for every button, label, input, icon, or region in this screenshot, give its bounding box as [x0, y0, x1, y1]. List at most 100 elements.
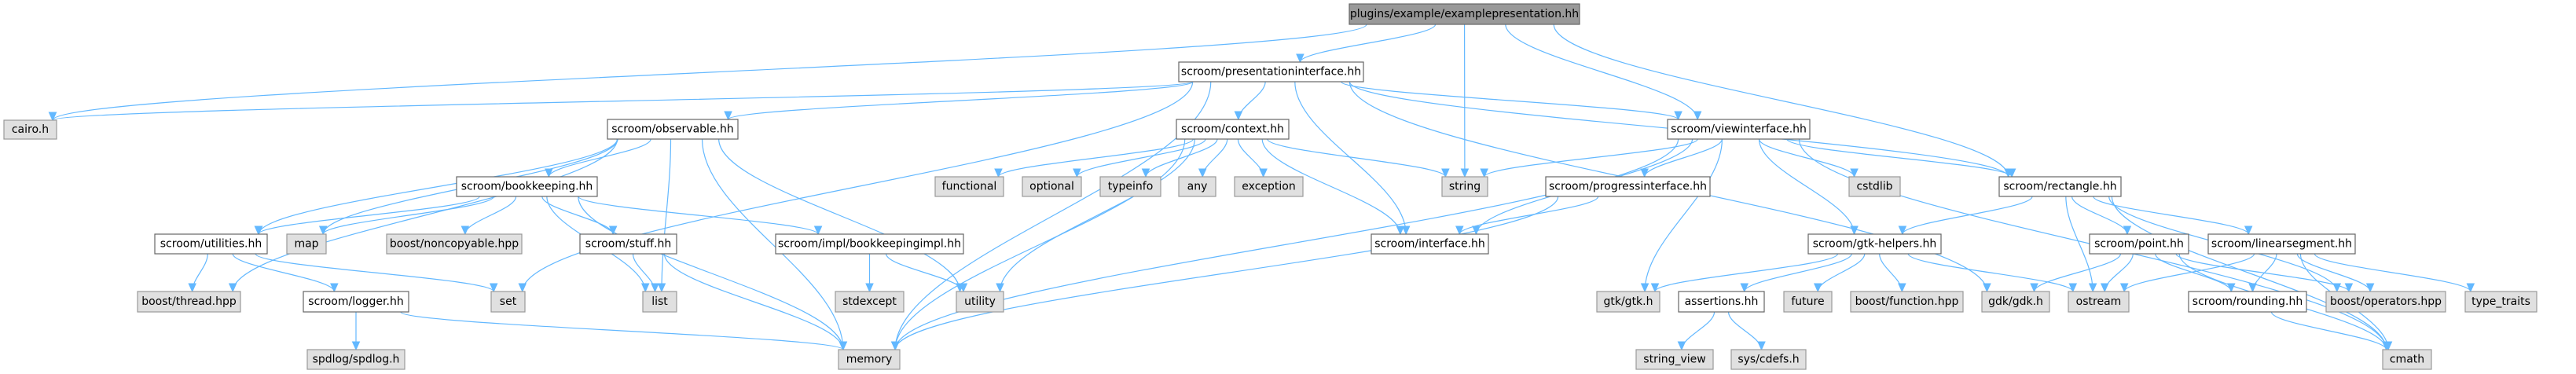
- arrowhead-icon: [1898, 283, 1906, 293]
- node-cstdlib: cstdlib: [1848, 176, 1901, 197]
- edge-bookkeeping-to-map: [322, 196, 495, 235]
- edge-rectangle-to-cmath: [2111, 196, 2387, 350]
- edge-context-to-utility: [999, 138, 1195, 292]
- node-box: [1807, 233, 1942, 255]
- edge-viewinterface-to-memory: [894, 138, 1679, 350]
- node-presentationinterface[interactable]: scroom/presentationinterface.hh: [1178, 61, 1364, 82]
- node-label: boost/function.hpp: [1855, 295, 1959, 308]
- arrowhead-icon: [1234, 111, 1243, 121]
- arrowhead-icon: [838, 341, 848, 351]
- arrowhead-icon: [518, 283, 527, 293]
- edge-viewinterface-to-gtk: [1644, 138, 1723, 292]
- arrowhead-icon: [865, 283, 874, 293]
- edge-presentationinterface-to-set: [522, 81, 1194, 292]
- edge-presentationinterface-to-cairo: [52, 81, 1194, 121]
- edge-linearsegment-to-rounding: [2251, 253, 2277, 292]
- node-box: [456, 176, 598, 197]
- edge-observable-to-boostthread: [232, 138, 618, 292]
- node-label: scroom/observable.hh: [611, 123, 734, 136]
- edge-context-to-typeinfo: [1145, 138, 1218, 178]
- arrowhead-icon: [2344, 283, 2354, 293]
- node-box: [1635, 349, 1714, 370]
- edge-context-to-any: [1202, 138, 1228, 178]
- edge-linearsegment-to-ostream: [2123, 253, 2255, 292]
- arrowhead-icon: [1640, 283, 1649, 293]
- edge-gtkhelpers-to-future: [1817, 253, 1866, 292]
- edge-linearsegment-to-boostoperators: [2296, 253, 2371, 292]
- arrowhead-icon: [724, 111, 732, 121]
- arrowhead-icon: [2068, 283, 2078, 293]
- arrowhead-icon: [1850, 226, 1859, 236]
- node-label: future: [1791, 295, 1824, 308]
- node-gtk: gtk/gtk.h: [1596, 291, 1660, 313]
- arrowhead-icon: [1757, 341, 1766, 351]
- node-box: [956, 291, 1004, 313]
- node-viewinterface[interactable]: scroom/viewinterface.hh: [1667, 119, 1811, 140]
- node-gtkhelpers[interactable]: scroom/gtk-helpers.hh: [1807, 233, 1942, 255]
- edge-root-to-rectangle: [1553, 24, 2009, 178]
- node-box: [306, 349, 405, 370]
- node-box: [154, 233, 268, 255]
- node-box: [642, 291, 677, 313]
- edge-bookkeeping-to-stuff: [541, 196, 614, 235]
- arrowhead-icon: [657, 283, 666, 293]
- node-label: cstdlib: [1856, 181, 1892, 193]
- edge-context-to-exception: [1237, 138, 1264, 178]
- edge-rectangle-to-ostream: [2065, 196, 2093, 292]
- edge-context-to-string: [1267, 138, 1446, 178]
- edge-point-to-boostoperators: [2175, 253, 2350, 292]
- node-label: cairo.h: [12, 123, 49, 136]
- node-progressinterface[interactable]: scroom/progressinterface.hh: [1545, 176, 1711, 197]
- arrowhead-icon: [2007, 168, 2016, 178]
- node-box: [2207, 233, 2356, 255]
- node-boostfunction: boost/function.hpp: [1850, 291, 1964, 313]
- edge-observable-to-list: [661, 138, 672, 292]
- arrowhead-icon: [890, 341, 900, 351]
- arrowhead-icon: [1693, 111, 1702, 121]
- node-utilities[interactable]: scroom/utilities.hh: [154, 233, 268, 255]
- arrowhead-icon: [1674, 111, 1682, 121]
- arrowhead-icon: [996, 283, 1004, 293]
- arrowhead-icon: [1455, 226, 1464, 236]
- edge-context-to-optional: [1076, 138, 1206, 178]
- edge-viewinterface-to-rectangle: [1786, 138, 2013, 178]
- node-box: [2089, 233, 2189, 255]
- node-label: scroom/context.hh: [1181, 123, 1284, 136]
- node-cairo: cairo.h: [3, 119, 57, 140]
- node-interface[interactable]: scroom/interface.hh: [1371, 233, 1489, 255]
- node-box: [1850, 291, 1964, 313]
- node-rectangle[interactable]: scroom/rectangle.hh: [1998, 176, 2122, 197]
- node-observable[interactable]: scroom/observable.hh: [607, 119, 739, 140]
- edge-root-to-viewinterface: [1505, 24, 1698, 120]
- node-box: [1783, 291, 1833, 313]
- node-label: scroom/viewinterface.hh: [1671, 123, 1807, 136]
- edge-point-to-rounding: [2155, 253, 2232, 292]
- node-logger[interactable]: scroom/logger.hh: [303, 291, 409, 313]
- edge-point-to-gdk: [2033, 253, 2122, 292]
- arrowhead-icon: [1198, 168, 1207, 178]
- node-typetraits: type_traits: [2464, 291, 2537, 313]
- node-stuff[interactable]: scroom/stuff.hh: [579, 233, 677, 255]
- edge-context-to-memory: [894, 138, 1186, 350]
- node-context[interactable]: scroom/context.hh: [1176, 119, 1290, 140]
- node-label: type_traits: [2471, 295, 2530, 308]
- arrowhead-icon: [48, 112, 57, 122]
- arrowhead-icon: [1480, 168, 1488, 178]
- node-point[interactable]: scroom/point.hh: [2089, 233, 2189, 255]
- arrowhead-icon: [1850, 168, 1859, 178]
- node-label: scroom/utilities.hh: [160, 238, 262, 251]
- node-box: [579, 233, 677, 255]
- node-bookkeeping[interactable]: scroom/bookkeeping.hh: [456, 176, 598, 197]
- arrowhead-icon: [2123, 226, 2132, 236]
- node-root[interactable]: plugins/example/examplepresentation.hh: [1349, 3, 1580, 25]
- node-box: [1099, 176, 1161, 197]
- arrowhead-icon: [330, 283, 339, 293]
- arrowhead-icon: [1296, 53, 1305, 64]
- node-linearsegment[interactable]: scroom/linearsegment.hh: [2207, 233, 2356, 255]
- arrowhead-icon: [1640, 168, 1649, 178]
- node-label: optional: [1029, 181, 1074, 193]
- node-syscdefs: sys/cdefs.h: [1730, 349, 1807, 370]
- node-bookkeepingimpl[interactable]: scroom/impl/bookkeepingimpl.hh: [775, 233, 964, 255]
- node-rounding[interactable]: scroom/rounding.hh: [2188, 291, 2307, 313]
- node-assertions[interactable]: assertions.hh: [1678, 291, 1765, 313]
